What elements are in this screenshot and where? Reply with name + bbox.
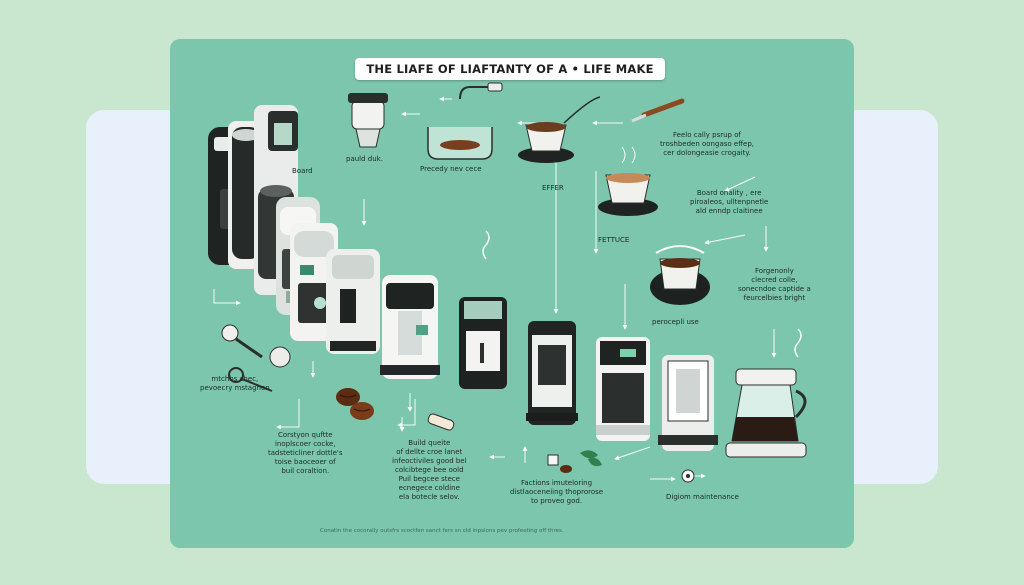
filter-capsule-icon [427,413,455,431]
coffee-mug-icon [650,245,710,305]
tamper-tool-icon [221,324,291,368]
coffee-machine-7 [380,275,440,379]
footer-caption: Conatin the cocorally outsfrs scoctfen s… [320,528,564,534]
coffee-machine-2 [228,121,264,269]
latte-cup-icon [598,146,658,216]
portafilter-icon [631,98,685,123]
flow-arrows [213,96,777,482]
label-board: Board [292,167,313,175]
coffee-beans-icon [336,388,374,420]
scoop-icon [228,367,273,392]
steam-icon-2 [794,328,802,358]
illustration-canvas [208,82,807,483]
glass-carafe [725,368,807,458]
coffee-machine-10 [596,337,650,441]
gear-icon [681,469,695,483]
steam-icon [482,230,490,260]
label-effer: EFFER [542,184,564,192]
infographic-panel: THE LIAFE OF LIAFTANTY OF A • LIFE MAKE [170,39,854,548]
coffee-machine-5 [290,223,338,341]
label-pauld-duk: pauld duk. [346,155,383,163]
label-digiom: Digiom maintenance [666,493,739,501]
sugar-cube-icon [547,450,602,473]
pour-icon [427,82,503,160]
label-perocepli: perocepli use [652,318,699,326]
infographic-title: THE LIAFE OF LIAFTANTY OF A • LIFE MAKE [355,58,665,80]
coffee-machine-11 [658,355,718,451]
label-precedy: Precedy nev cece [420,165,482,173]
grinder-icon [348,93,388,148]
coffee-machine-9 [526,321,578,425]
label-mtchbs: mtchbs chec,pevoecry mstaghen [200,375,270,392]
coffee-machine-8 [459,297,507,389]
label-fettuce: FETTUCE [598,236,630,244]
espresso-cup-icon [518,96,601,163]
coffee-machine-6 [326,249,380,354]
